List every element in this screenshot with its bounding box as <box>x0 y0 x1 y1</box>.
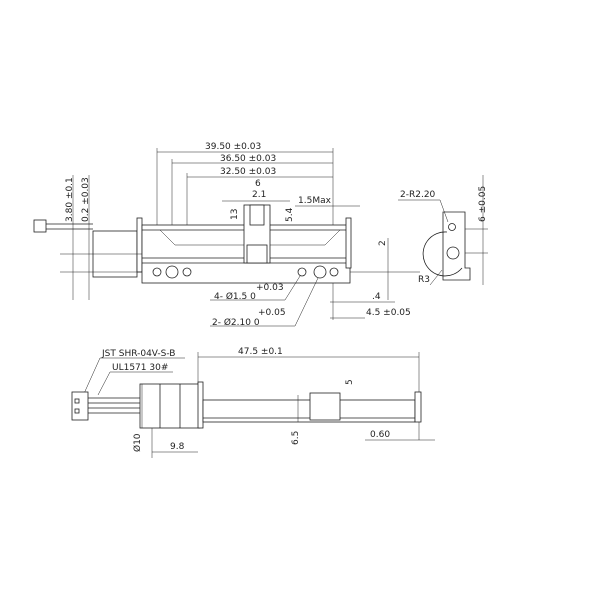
end-bracket <box>442 211 471 281</box>
dim-5-4: 5.4 <box>285 207 295 222</box>
hole <box>165 265 179 279</box>
motor-bottom <box>139 383 201 429</box>
dim-0-60: 0.60 <box>370 430 390 440</box>
side-view: 2-R2.20 R3 6 ±0.05 <box>398 175 488 286</box>
dim-47-5: 47.5 ±0.1 <box>238 347 283 357</box>
dim-4: .4 <box>372 292 381 302</box>
radius-2-2: 2-R2.20 <box>400 190 436 200</box>
hole-4-label: 4- Ø1.5 0 <box>214 291 256 302</box>
hole <box>152 267 162 277</box>
connector-top <box>33 219 47 233</box>
hole <box>313 265 327 279</box>
dim-1-5max: 1.5Max <box>298 196 332 206</box>
hole <box>329 267 339 277</box>
dim-13: 13 <box>230 209 240 220</box>
dim-6: 6 <box>255 179 261 189</box>
hole <box>182 267 192 277</box>
dim-4-5: 4.5 ±0.05 <box>366 308 411 318</box>
bottom-view: JST SHR-04V-S-B UL1571 30# 47.5 ±0.1 5 6… <box>71 347 435 458</box>
dim-5: 5 <box>345 379 355 385</box>
slider-bottom <box>309 392 341 421</box>
dim-2: 2 <box>378 240 388 246</box>
dim-32-50: 32.50 ±0.03 <box>220 167 276 177</box>
wire-label: UL1571 30# <box>112 363 168 373</box>
hole <box>297 267 307 277</box>
dim-3-80: 3.80 ±0.1 <box>65 177 75 222</box>
top-view: 39.50 ±0.03 36.50 ±0.03 32.50 ±0.03 6 2.… <box>33 142 420 328</box>
dim-d10: Ø10 <box>132 433 143 452</box>
hole-2-label: 2- Ø2.10 0 <box>212 317 260 328</box>
radius-3: R3 <box>418 275 430 285</box>
dim-36-50: 36.50 ±0.03 <box>220 154 276 164</box>
rail-bottom <box>202 399 416 423</box>
hole-4-tol: +0.03 <box>256 283 284 293</box>
dim-2-1: 2.1 <box>252 190 266 200</box>
connector-label: JST SHR-04V-S-B <box>101 349 176 359</box>
dim-0-2: 0.2 ±0.03 <box>81 177 91 222</box>
dim-6-5: 6.5 <box>291 431 301 445</box>
dim-9-8: 9.8 <box>170 442 185 452</box>
connector-bottom <box>71 391 89 421</box>
dim-39-50: 39.50 ±0.03 <box>205 142 261 152</box>
hole-2-tol: +0.05 <box>258 308 286 318</box>
